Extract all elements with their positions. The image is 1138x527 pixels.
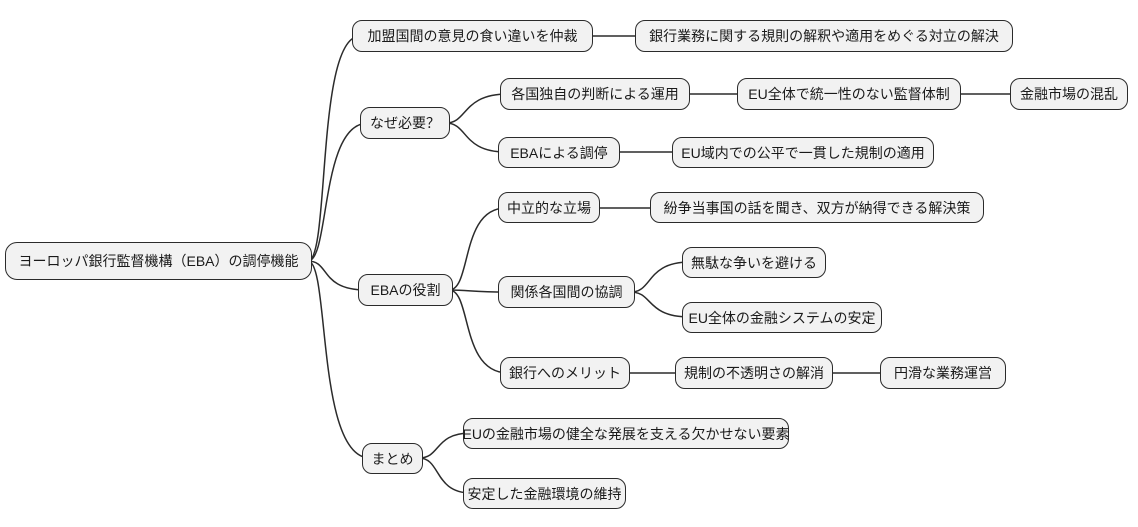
node-benefits-for-banks: 銀行へのメリット <box>500 357 630 389</box>
node-summary: まとめ <box>362 443 423 474</box>
edge-root-why <box>307 122 369 262</box>
edge-why-ebamediation <box>445 122 507 153</box>
edge-role-neutral <box>448 207 507 291</box>
node-market-confusion: 金融市場の混乱 <box>1010 78 1128 110</box>
node-neutral-position: 中立的な立場 <box>498 192 600 223</box>
node-healthy-development: EUの金融市場の健全な発展を支える欠かせない要素 <box>462 418 790 449</box>
node-stable-environment: 安定した金融環境の維持 <box>463 478 626 509</box>
edge-why-national <box>445 93 509 124</box>
node-cooperation-between-countries: 関係各国間の協調 <box>498 276 635 308</box>
node-smooth-operations: 円滑な業務運営 <box>880 357 1006 389</box>
node-eu-financial-stability: EU全体の金融システムの安定 <box>682 302 882 333</box>
node-eba-role: EBAの役割 <box>358 274 453 306</box>
edge-root-arbitrate <box>307 35 361 262</box>
edge-root-summary <box>307 260 371 459</box>
node-eba-mediation: EBAによる調停 <box>498 137 620 168</box>
node-root: ヨーロッパ銀行監督機構（EBA）の調停機能 <box>5 242 312 280</box>
node-clear-regulation: 規制の不透明さの解消 <box>675 357 833 389</box>
node-inconsistent-supervision: EU全体で統一性のない監督体制 <box>737 78 961 110</box>
edge-role-benefits <box>448 289 509 374</box>
edge-root-role <box>307 260 367 291</box>
node-why-needed: なぜ必要？ <box>360 107 450 139</box>
node-national-discretion: 各国独自の判断による運用 <box>500 78 690 110</box>
node-resolve-rule-disputes: 銀行業務に関する規則の解釈や適用をめぐる対立の解決 <box>635 20 1013 52</box>
node-acceptable-solutions: 紛争当事国の話を聞き、双方が納得できる解決策 <box>650 192 984 223</box>
node-avoid-disputes: 無駄な争いを避ける <box>682 247 826 278</box>
node-arbitrate-disagreements: 加盟国間の意見の食い違いを仲裁 <box>352 20 593 52</box>
edge-coop-avoid <box>630 261 691 293</box>
edge-summary-stable <box>418 457 472 494</box>
edge-coop-stability <box>630 291 691 318</box>
edge-summary-healthy <box>418 432 472 459</box>
node-fair-consistent-regulation: EU域内での公平で一貫した規制の適用 <box>672 137 934 168</box>
